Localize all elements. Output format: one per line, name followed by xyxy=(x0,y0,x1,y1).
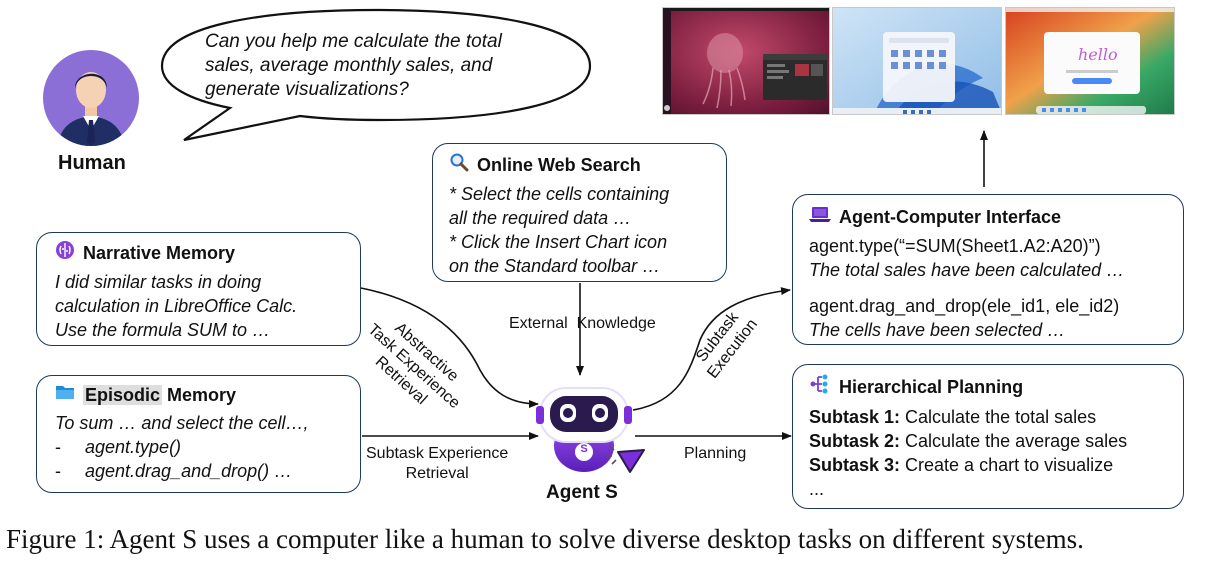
narrative-memory-box: Narrative Memory I did similar tasks in … xyxy=(36,232,361,346)
svg-text:hello: hello xyxy=(1078,45,1118,64)
arrow-subtask-execution xyxy=(632,287,791,411)
subtask-label: Subtask 3: xyxy=(809,455,901,475)
agent-s-robot: S xyxy=(536,380,648,480)
laptop-icon xyxy=(809,205,831,228)
narrative-line: Use the formula SUM to … xyxy=(55,320,271,340)
subtask-label: Subtask 1: xyxy=(809,407,901,427)
episodic-title-rest: Memory xyxy=(162,384,237,405)
subtask-text: Create a chart to visualize xyxy=(900,455,1114,475)
planning-title-row: Hierarchical Planning xyxy=(809,374,1173,399)
arrow-abstractive-retrieval xyxy=(360,287,539,408)
episodic-lead: To sum … and select the cell…, xyxy=(55,413,309,433)
speech-text: Can you help me calculate the total sale… xyxy=(205,30,502,102)
macos-screenshot: hello xyxy=(1005,7,1175,115)
hierarchy-icon xyxy=(809,374,831,399)
subtask-text: Calculate the total sales xyxy=(900,407,1097,427)
web-search-title-row: Online Web Search xyxy=(449,152,714,177)
subtask-text: Calculate the average sales xyxy=(900,431,1128,451)
episodic-memory-box: Episodic Memory To sum … and select the … xyxy=(36,375,361,493)
web-search-line: * Click the Insert Chart icon xyxy=(449,232,668,252)
planning-box: Hierarchical Planning Subtask 1: Calcula… xyxy=(792,364,1184,509)
label-line: Subtask Experience xyxy=(366,445,509,462)
aci-title-row: Agent-Computer Interface xyxy=(809,205,1173,228)
human-avatar xyxy=(43,50,139,146)
speech-bubble xyxy=(160,8,592,142)
aci-code: agent.type(“=SUM(Sheet1.A2:A20)”) xyxy=(809,236,1101,256)
subtask-ellipsis: ... xyxy=(809,479,825,499)
human-label: Human xyxy=(58,152,126,174)
web-search-box: Online Web Search * Select the cells con… xyxy=(432,143,727,282)
episodic-bullet: - agent.type() xyxy=(55,435,348,459)
episodic-title-highlight: Episodic xyxy=(83,384,163,405)
aci-box: Agent-Computer Interface agent.type(“=SU… xyxy=(792,194,1184,345)
figure-caption: Figure 1: Agent S uses a computer like a… xyxy=(6,524,1084,554)
aci-note: The total sales have been calculated … xyxy=(809,260,1125,280)
web-search-line: on the Standard toolbar … xyxy=(449,256,661,276)
label-line: Retrieval xyxy=(405,465,469,482)
folder-icon xyxy=(55,383,75,406)
label-external-knowledge: External Knowledge xyxy=(509,315,656,332)
aci-code: agent.drag_and_drop(ele_id1, ele_id2) xyxy=(809,296,1120,316)
ubuntu-screenshot xyxy=(662,7,830,115)
planning-title: Hierarchical Planning xyxy=(839,376,1024,397)
narrative-line: I did similar tasks in doing xyxy=(55,272,262,292)
speech-line: sales, average monthly sales, and xyxy=(205,55,493,76)
label-planning: Planning xyxy=(684,445,747,462)
narrative-line: calculation in LibreOffice Calc. xyxy=(55,296,298,316)
episodic-memory-title-row: Episodic Memory xyxy=(55,383,348,406)
subtask-row: Subtask 3: Create a chart to visualize xyxy=(809,453,1173,477)
web-search-line: * Select the cells containing xyxy=(449,184,670,204)
bullet-marker: - xyxy=(55,437,61,457)
web-search-line: all the required data … xyxy=(449,208,632,228)
speech-line: Can you help me calculate the total xyxy=(205,31,502,52)
magnifier-icon xyxy=(449,152,469,177)
episodic-bullet-text: agent.drag_and_drop() … xyxy=(85,461,293,481)
web-search-title: Online Web Search xyxy=(477,154,641,175)
aci-note: The cells have been selected … xyxy=(809,320,1066,340)
episodic-bullet: - agent.drag_and_drop() … xyxy=(55,459,348,483)
aci-title: Agent-Computer Interface xyxy=(839,206,1062,227)
episodic-bullet-text: agent.type() xyxy=(85,437,182,457)
narrative-memory-title: Narrative Memory xyxy=(83,242,236,263)
subtask-row: Subtask 2: Calculate the average sales xyxy=(809,429,1173,453)
agent-s-label: Agent S xyxy=(546,482,618,503)
subtask-row: Subtask 1: Calculate the total sales xyxy=(809,405,1173,429)
bullet-marker: - xyxy=(55,461,61,481)
agent-badge: S xyxy=(580,443,588,455)
brain-icon xyxy=(55,240,75,265)
label-subtask-experience: Subtask Experience Retrieval xyxy=(366,444,508,484)
windows-screenshot xyxy=(832,7,1002,115)
subtask-label: Subtask 2: xyxy=(809,431,901,451)
speech-line: generate visualizations? xyxy=(205,79,409,100)
narrative-memory-title-row: Narrative Memory xyxy=(55,240,348,265)
